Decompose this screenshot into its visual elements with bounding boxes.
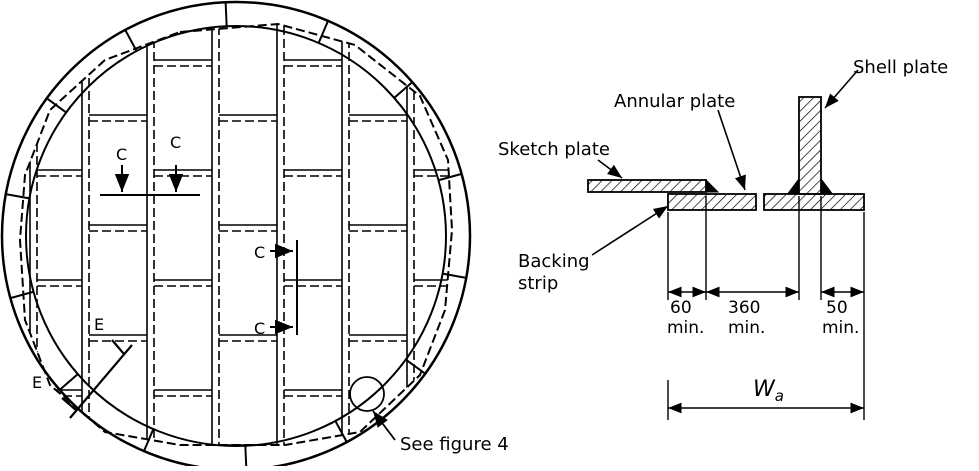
section-c-vertical: [270, 240, 298, 335]
shell-weld-right: [821, 178, 833, 194]
sketch-plate-boundary: [18, 22, 454, 446]
backing-strip-label-2: strip: [518, 273, 558, 294]
dimension-lines: [668, 286, 864, 414]
section-e-line: [61, 339, 133, 419]
sketch-plate-weld: [705, 178, 720, 193]
annular-joint-line: [334, 420, 348, 443]
dim-50-note: min.: [822, 318, 859, 338]
width-symbol: Wa: [753, 377, 784, 405]
joint-detail: 60 min. 360 min. 50 min. Wa Shell plate …: [498, 57, 948, 420]
backing-strip-label-1: Backing: [518, 251, 590, 272]
figure4-leader-line: [372, 410, 396, 441]
shell-plate-label: Shell plate: [853, 57, 948, 78]
annular-joint-line: [5, 193, 30, 200]
shell-weld-left: [787, 178, 799, 194]
sketch-plate-label: Sketch plate: [498, 139, 610, 160]
section-e-label-2: E: [32, 373, 42, 392]
dim-360-note: min.: [728, 318, 765, 338]
sketch-plate-leader: [597, 159, 623, 179]
shell-plate: [798, 96, 822, 195]
backing-strip-leader: [591, 205, 669, 256]
annular-joint-line: [438, 172, 462, 182]
section-c-label-4: C: [254, 319, 265, 338]
bottom-plate-strips: [29, 24, 452, 445]
section-c-label-3: C: [254, 243, 265, 262]
section-c-label-2: C: [170, 133, 181, 152]
dim-60-value: 60: [670, 298, 692, 318]
see-figure-4-label: See figure 4: [400, 434, 509, 455]
section-c-label-1: C: [116, 145, 127, 164]
dim-60-note: min.: [667, 318, 704, 338]
annular-ring-joints: [5, 2, 467, 470]
figure4-callout-circle: [349, 376, 385, 412]
annular-joint-line: [442, 272, 467, 279]
annular-joint-line: [244, 445, 248, 470]
dim-50-value: 50: [826, 298, 848, 318]
shell-plate-leader: [824, 69, 859, 109]
annular-joint-line: [224, 2, 228, 27]
tank-outer-circle: [0, 0, 472, 471]
annular-joint-line: [59, 373, 79, 391]
annular-plate-label: Annular plate: [614, 91, 735, 112]
tank-plan-view: C C C C E E See figure 4: [0, 0, 509, 471]
section-c-horizontal: [100, 165, 200, 196]
sketch-plate: [587, 179, 707, 193]
dim-360-value: 360: [728, 298, 760, 318]
annular-joint-line: [124, 29, 138, 52]
annular-joint-line: [317, 20, 329, 44]
annular-plate: [763, 193, 865, 211]
section-e-label-1: E: [94, 315, 104, 334]
annular-joint-line: [393, 81, 413, 99]
backing-strip: [667, 193, 757, 211]
annular-plate-leader: [717, 109, 746, 191]
